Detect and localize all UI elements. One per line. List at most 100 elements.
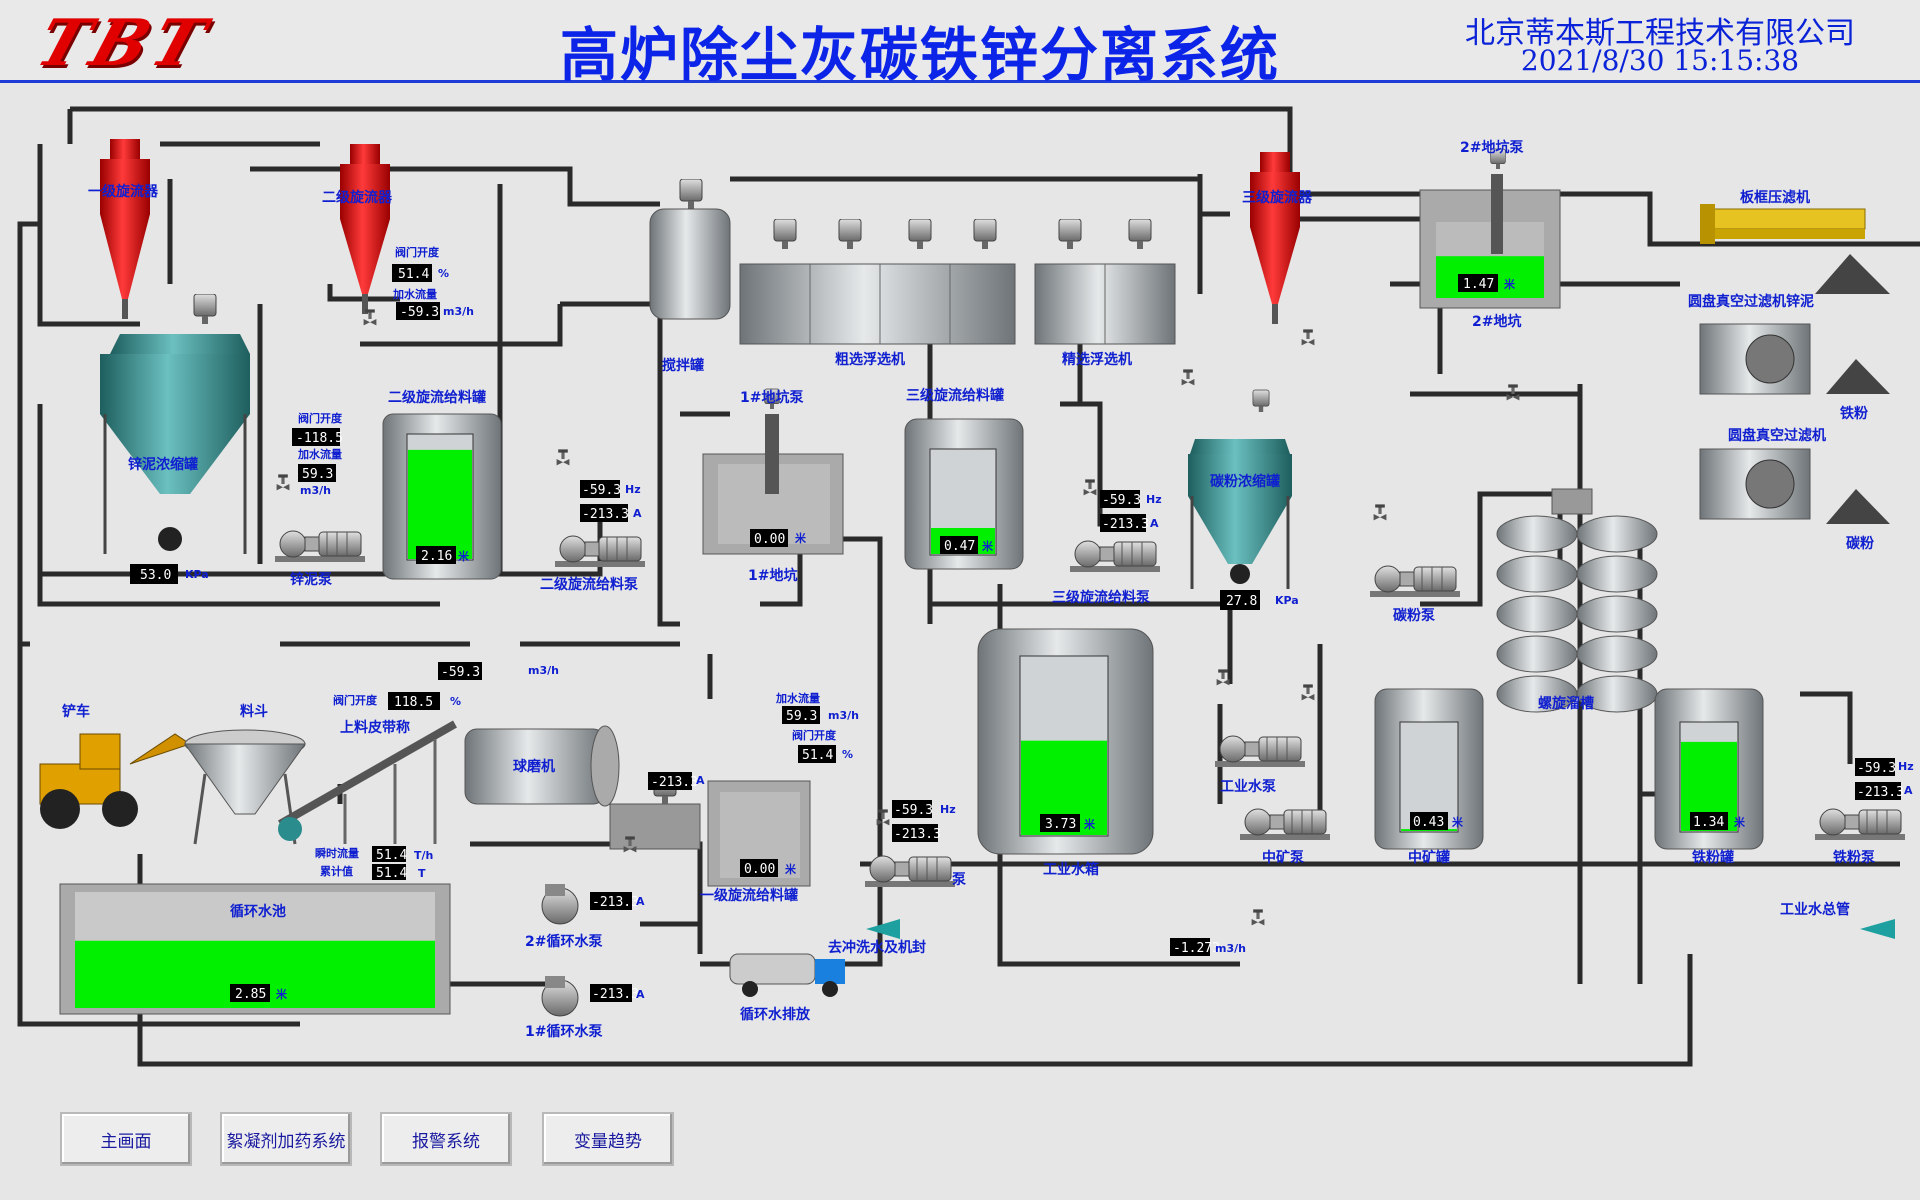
pipe-network (17, 106, 1920, 1067)
svg-text:51.4: 51.4 (376, 866, 407, 881)
wash-outlet-arrow (866, 919, 900, 939)
nav-alarm-button[interactable]: 报警系统 (380, 1112, 512, 1166)
svg-text:m3/h: m3/h (300, 484, 331, 497)
svg-text:米: 米 (275, 987, 288, 1001)
carbon-powder-label: 碳粉 (1846, 535, 1874, 552)
rough-flotation[interactable]: 粗选浮选机 (739, 219, 1016, 368)
svg-text:-59.3: -59.3 (1102, 493, 1141, 508)
svg-text:Hz: Hz (940, 803, 956, 816)
sludge-pile-1 (1815, 254, 1890, 294)
conveyor-scale[interactable]: 上料皮带称 (278, 719, 457, 844)
svg-text:59.3: 59.3 (302, 467, 333, 482)
svg-text:累计值: 累计值 (320, 864, 353, 878)
feed-pump-3[interactable]: 三级旋流给料泵 (1052, 540, 1160, 606)
svg-text:%: % (450, 695, 461, 708)
svg-text:碳粉浓缩罐: 碳粉浓缩罐 (1210, 473, 1280, 490)
svg-text:工业水泵: 工业水泵 (1220, 778, 1276, 795)
svg-text:搅拌罐: 搅拌罐 (662, 357, 704, 374)
svg-text:0.00: 0.00 (744, 862, 775, 877)
svg-text:2.85: 2.85 (235, 987, 266, 1002)
svg-text:A: A (1904, 784, 1913, 797)
svg-text:-213.3: -213.3 (1857, 785, 1904, 800)
middle-pump[interactable]: 中矿泵 (1240, 808, 1330, 866)
feed-tank-1[interactable]: 0.00 米 一级旋流给料罐 (700, 780, 811, 904)
header-bar: TBT 高炉除尘灰碳铁锌分离系统 北京蒂本斯工程技术有限公司 2021/8/30… (0, 0, 1920, 89)
svg-text:中矿泵: 中矿泵 (1262, 849, 1304, 866)
feed-pump-1[interactable]: 泵 (865, 855, 966, 888)
loader[interactable]: 铲车 (39, 703, 192, 829)
hopper[interactable]: 料斗 (184, 703, 306, 845)
svg-text:Hz: Hz (1146, 493, 1162, 506)
water-discharge-truck[interactable]: 循环水排放 (729, 953, 845, 1023)
zinc-pump[interactable]: 锌泥泵 (275, 530, 365, 588)
svg-text:53.0: 53.0 (140, 568, 171, 583)
ball-mill[interactable]: 球磨机 (464, 725, 701, 850)
cyclone-2[interactable]: 二级旋流器 (322, 144, 393, 314)
svg-text:KPa: KPa (1275, 594, 1299, 607)
cyclone-1[interactable]: 一级旋流器 (88, 139, 159, 319)
feed-tank-3[interactable]: 0.47 米 三级旋流给料罐 (904, 387, 1024, 570)
circulation-pump-2[interactable]: -213.3 A 2#循环水泵 (525, 884, 645, 950)
carbon-powder-pile (1826, 489, 1890, 524)
middle-ore-tank[interactable]: 0.43 米 中矿罐 (1374, 688, 1484, 866)
industrial-water-tank[interactable]: 3.73 米 工业水箱 (977, 628, 1154, 878)
industrial-water-pump[interactable]: 工业水泵 (1215, 735, 1305, 795)
feed-pump-3-readings: -59.3 Hz -213.3 A (1100, 490, 1162, 532)
svg-text:圆盘真空过滤机: 圆盘真空过滤机 (1728, 427, 1826, 444)
cyclone-1-label: 一级旋流器 (88, 183, 159, 200)
svg-text:三级旋流给料罐: 三级旋流给料罐 (906, 387, 1004, 404)
svg-text:米: 米 (1083, 817, 1096, 831)
svg-text:瞬时流量: 瞬时流量 (315, 846, 359, 860)
cyclone-2-label: 二级旋流器 (322, 189, 393, 206)
svg-text:铁粉泵: 铁粉泵 (1833, 849, 1875, 866)
mixer-tank[interactable]: 搅拌罐 (649, 179, 731, 374)
pit-1[interactable]: 0.00 米 1#地坑泵 1#地坑 (702, 388, 844, 584)
cyclone-3-label: 三级旋流器 (1242, 189, 1313, 206)
svg-text:2.16: 2.16 (421, 549, 452, 564)
svg-text:上料皮带称: 上料皮带称 (340, 719, 410, 736)
svg-text:循环水排放: 循环水排放 (740, 1006, 811, 1023)
pit-2[interactable]: 1.47 米 2#地坑泵 2#地坑 (1419, 139, 1561, 330)
svg-text:泵: 泵 (952, 872, 966, 888)
nav-flocculant-button[interactable]: 絮凝剂加药系统 (220, 1112, 352, 1166)
svg-text:-213.3: -213.3 (592, 987, 639, 1002)
svg-text:T/h: T/h (414, 849, 433, 862)
disc-filter-2[interactable]: 圆盘真空过滤机 (1699, 427, 1826, 520)
svg-text:2#地坑泵: 2#地坑泵 (1460, 139, 1523, 156)
cyclone2-readings: 阀门开度 51.4 % 加水流量 -59.3 m3/h (392, 245, 474, 320)
svg-text:0.43: 0.43 (1413, 815, 1444, 830)
svg-text:A: A (696, 774, 705, 787)
belt-readings: 瞬时流量 51.4 T/h 累计值 51.4 T (315, 846, 433, 881)
circulation-pump-1[interactable]: -213.3 A 1#循环水泵 (525, 976, 645, 1040)
svg-text:51.4: 51.4 (376, 848, 407, 863)
nav-trend-button[interactable]: 变量趋势 (542, 1112, 674, 1166)
svg-text:粗选浮选机: 粗选浮选机 (835, 351, 905, 368)
disc-filter-zinc[interactable]: 圆盘真空过滤机锌泥 (1688, 293, 1814, 395)
svg-text:料斗: 料斗 (240, 703, 268, 720)
svg-text:板框压滤机: 板框压滤机 (1740, 189, 1810, 206)
svg-text:51.4: 51.4 (802, 748, 833, 763)
iron-pump-readings: -59.3 Hz -213.3 A (1855, 758, 1914, 800)
circulation-pool[interactable]: 循环水池 2.85 米 (59, 883, 451, 1015)
feed-tank-2[interactable]: 2.16 米 二级旋流给料罐 (382, 389, 502, 580)
svg-text:2#地坑: 2#地坑 (1472, 313, 1521, 330)
carbon-thickener[interactable]: 碳粉浓缩罐 (1188, 389, 1292, 589)
svg-text:%: % (438, 267, 449, 280)
cyclone-3[interactable]: 三级旋流器 (1242, 152, 1313, 324)
nav-main-button[interactable]: 主画面 (60, 1112, 192, 1166)
spiral-chute[interactable]: 螺旋溜槽 (1496, 488, 1658, 713)
filter-press[interactable]: 板框压滤机 (1700, 189, 1866, 244)
zinc-thickener[interactable]: 锌泥浓缩罐 (100, 294, 250, 554)
svg-text:-59.3: -59.3 (894, 803, 933, 818)
fine-flotation[interactable]: 精选浮选机 (1034, 219, 1176, 368)
mill-readings: -59.3 m3/h 阀门开度 118.5 % -213.3 A (333, 662, 705, 790)
carbon-pump[interactable]: 碳粉泵 (1370, 565, 1460, 624)
svg-text:铁粉罐: 铁粉罐 (1692, 849, 1734, 866)
process-diagram: 一级旋流器 二级旋流器 三级旋流器 锌泥浓缩罐 53.0 KPa 锌泥泵 阀门开… (17, 106, 1920, 1067)
iron-powder-pump[interactable]: 铁粉泵 (1815, 808, 1905, 866)
svg-text:m3/h: m3/h (528, 664, 559, 677)
feed-pump-2[interactable]: 二级旋流给料泵 (540, 535, 645, 593)
iron-powder-tank[interactable]: 1.34 米 铁粉罐 (1654, 688, 1764, 866)
svg-text:米: 米 (1503, 277, 1516, 291)
svg-text:精选浮选机: 精选浮选机 (1062, 351, 1132, 368)
